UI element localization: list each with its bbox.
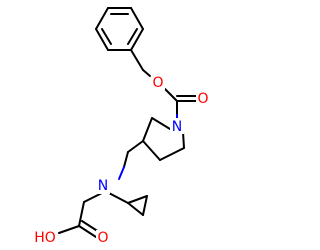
svg-text:HO: HO: [34, 230, 56, 246]
svg-text:N: N: [98, 178, 108, 194]
benzyl-linker: [130, 49, 151, 77]
atom-label-carbonyl-oxygen: O: [196, 90, 210, 107]
atom-label-ring-nitrogen: N: [170, 118, 184, 135]
methylene-linker: [118, 140, 144, 180]
atom-label-amine-nitrogen: N: [96, 178, 110, 194]
carbamate-group: [164, 88, 197, 119]
atom-label-acid-carbonyl-oxygen: O: [96, 230, 110, 246]
svg-text:N: N: [172, 119, 182, 135]
svg-text:O: O: [97, 230, 108, 246]
pyrrolidine-ring: [142, 117, 185, 161]
cyclopropyl-group: [106, 191, 148, 216]
atom-label-hydroxyl: HO: [32, 229, 58, 246]
molecule-structure: O O N N HO O: [32, 7, 210, 246]
atom-label-ester-oxygen: O: [151, 74, 165, 91]
svg-text:O: O: [152, 75, 163, 91]
benzene-ring: [95, 7, 144, 51]
svg-text:O: O: [197, 91, 208, 107]
